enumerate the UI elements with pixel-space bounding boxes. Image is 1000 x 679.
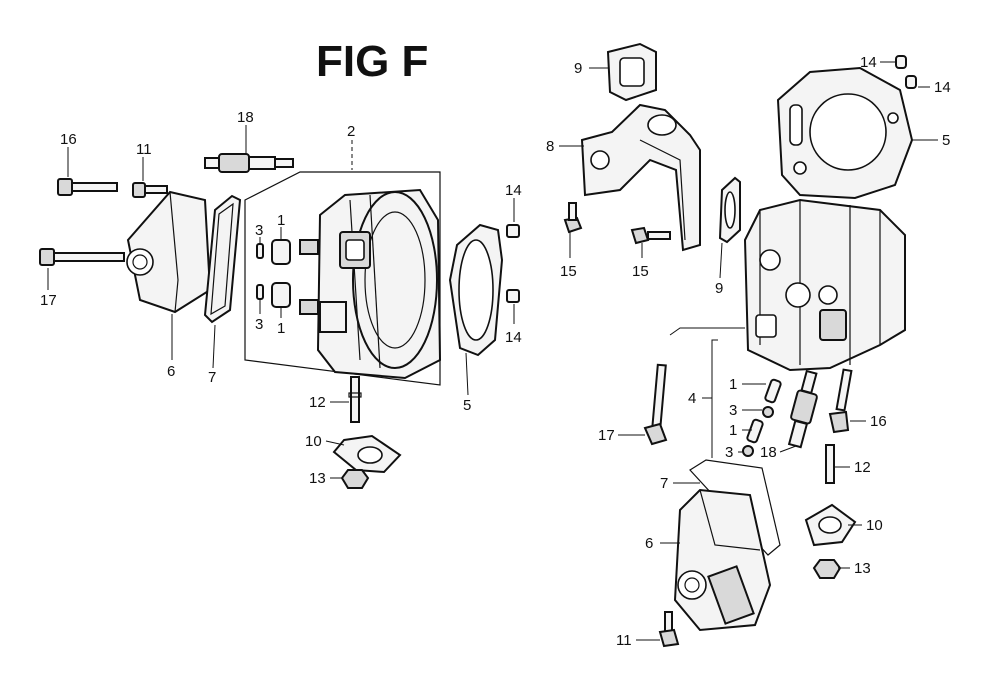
dowel-pin-14-lower	[506, 289, 520, 303]
callout-1-right-upper: 1	[729, 376, 737, 393]
head-gasket-5-right	[776, 66, 914, 200]
rocker-cover-6-left	[126, 190, 212, 314]
callout-16-left: 16	[60, 131, 77, 148]
dowel-pin-14-right-a	[895, 55, 907, 69]
right-assembly	[559, 42, 938, 648]
callout-13-left: 13	[309, 470, 326, 487]
callout-12-right: 12	[854, 459, 871, 476]
callout-18-right: 18	[760, 444, 777, 461]
callout-5-right: 5	[942, 132, 950, 149]
callout-12-left: 12	[309, 394, 326, 411]
leader-lines-left	[47, 125, 515, 479]
spark-plug-18-left	[204, 153, 294, 173]
callout-3-left-upper: 3	[255, 222, 263, 239]
callout-6-right: 6	[645, 535, 653, 552]
stud-12-right	[825, 444, 835, 484]
callout-15-right-b: 15	[632, 263, 649, 280]
callout-1-right-lower: 1	[729, 422, 737, 439]
leader-lines-right	[559, 61, 938, 641]
leader-17-right-upper	[669, 327, 745, 336]
callout-15-right-a: 15	[560, 263, 577, 280]
callout-3-left-lower: 3	[255, 316, 263, 333]
flange-10-left	[332, 434, 402, 474]
callout-2-left: 2	[347, 123, 355, 140]
cylinder-head-right	[743, 198, 906, 372]
exhaust-bracket-8	[580, 103, 701, 252]
callout-5-left: 5	[463, 397, 471, 414]
dowel-pin-14-upper	[506, 224, 520, 238]
callout-14-left-upper: 14	[505, 182, 522, 199]
rocker-cover-6-right	[673, 488, 772, 632]
callout-7-right: 7	[660, 475, 668, 492]
bolt-17-right	[643, 363, 668, 446]
figure-title: FIG F	[316, 37, 428, 86]
callout-17-right: 17	[598, 427, 615, 444]
callout-3-right-lower: 3	[725, 444, 733, 461]
gasket-7-left	[203, 194, 242, 324]
callout-13-right: 13	[854, 560, 871, 577]
dowel-pin-14-right-b	[905, 75, 917, 89]
callout-8-right: 8	[546, 138, 554, 155]
stud-12-left	[348, 376, 362, 423]
callout-4-right: 4	[688, 390, 696, 407]
callout-9-right-upper: 9	[574, 60, 582, 77]
callout-17-left: 17	[40, 292, 57, 309]
callout-3-right-upper: 3	[729, 402, 737, 419]
callout-18-left: 18	[237, 109, 254, 126]
callout-14-right-a: 14	[860, 54, 877, 71]
callout-11-right: 11	[616, 632, 632, 649]
callout-1-left-lower: 1	[277, 320, 285, 337]
head-gasket-5-left	[448, 223, 504, 357]
left-assembly	[39, 125, 520, 489]
nut-13-right	[812, 559, 842, 579]
bolt-15-a	[563, 202, 583, 234]
gasket-9-upper	[606, 42, 657, 102]
bolt-16-left	[57, 178, 118, 196]
callout-labels: 16 11 18 2 14 3 1 3 1 17 6 7 5 14 12 10 …	[40, 54, 951, 649]
callout-11-left: 11	[136, 141, 152, 158]
flange-10-right	[804, 503, 857, 547]
bolt-11-left	[132, 182, 168, 198]
callout-7-left: 7	[208, 369, 216, 386]
callout-16-right: 16	[870, 413, 887, 430]
bolt-17-left	[39, 248, 125, 266]
callout-9-right-lower: 9	[715, 280, 723, 297]
callout-14-left-lower: 14	[505, 329, 522, 346]
nut-13-left	[340, 469, 370, 489]
callout-1-left-upper: 1	[277, 212, 285, 229]
callout-10-left: 10	[305, 433, 322, 450]
callout-14-right-b: 14	[934, 79, 951, 96]
valve-seal-group-right	[742, 378, 782, 457]
cylinder-head-2-group	[244, 171, 442, 386]
bolt-16-right	[828, 368, 853, 434]
spark-plug-18-right	[787, 369, 818, 449]
gasket-9-lower	[718, 176, 741, 244]
callout-6-left: 6	[167, 363, 175, 380]
callout-10-right: 10	[866, 517, 883, 534]
bolt-15-b	[630, 226, 671, 245]
bracket-4	[711, 339, 718, 458]
bolt-11-right	[658, 611, 680, 648]
